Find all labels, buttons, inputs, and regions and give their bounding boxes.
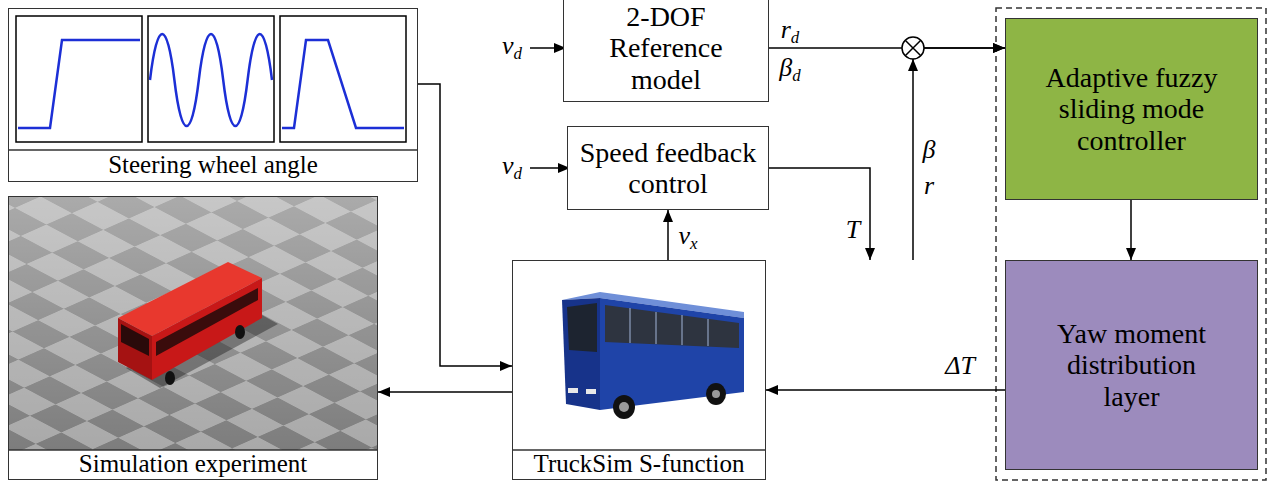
bus-windshield: [567, 303, 597, 352]
window-divider: [629, 308, 630, 343]
math-symbol: v: [502, 31, 514, 60]
signal-name: r: [924, 173, 934, 199]
bus-wheel: [613, 395, 635, 419]
window-divider: [707, 319, 708, 346]
input-panel: Steering wheel angle: [8, 8, 418, 182]
step-curve: [18, 40, 140, 128]
trapezoid-curve: [282, 40, 404, 128]
box-label: 2-DOF Reference model: [571, 1, 761, 95]
box-label: Adaptive fuzzy sliding mode controller: [1017, 62, 1247, 156]
math-symbol: v: [678, 221, 690, 250]
panel-caption: TruckSim S-function: [513, 449, 765, 479]
signal-arrow: [769, 168, 870, 260]
sine-curve: [150, 34, 272, 126]
signal-name: βd: [779, 55, 800, 81]
math-subscript: d: [514, 164, 522, 183]
steering-plots: [8, 16, 418, 150]
junction-cross: [905, 40, 921, 56]
wheel-hub: [712, 390, 720, 398]
signal-name: vd: [502, 33, 522, 59]
bus-wheel: [235, 325, 245, 339]
signal-arrow: [418, 84, 512, 366]
process-box: 2-DOF Reference model: [563, 0, 769, 102]
bus-headlight: [568, 388, 578, 393]
bus-wheel: [706, 383, 726, 405]
math-symbol: T: [846, 215, 860, 244]
bus-side: [152, 278, 262, 380]
summing-junction: [902, 37, 924, 59]
controller-box: Adaptive fuzzy sliding mode controller: [1005, 18, 1258, 200]
signal-name: β: [923, 137, 936, 163]
panel-caption: Steering wheel angle: [9, 149, 417, 181]
math-subscript: d: [514, 44, 522, 63]
vehicle-panel: TruckSim S-function: [512, 260, 766, 480]
floor-haze: [9, 197, 377, 450]
math-symbol: r: [781, 15, 791, 44]
signal-name: T: [846, 217, 860, 243]
math-subscript: d: [791, 28, 799, 47]
signal-name: rd: [781, 17, 800, 43]
signal-name: ΔT: [945, 353, 975, 379]
panel-divider: [8, 149, 418, 151]
signal-arrow: [667, 210, 669, 260]
controller-frame: [996, 8, 1266, 480]
math-symbol: ΔT: [945, 351, 975, 380]
window-divider: [681, 315, 682, 345]
signal-arrow: [913, 48, 1005, 260]
math-subscript: d: [792, 66, 800, 85]
panel-caption: Simulation experiment: [9, 449, 377, 479]
bus-windows: [605, 305, 739, 348]
simulation-scene: [9, 197, 377, 450]
distribution-box: Yaw moment distribution layer: [1005, 260, 1258, 470]
wheel-hub: [619, 402, 629, 412]
signal-name: vd: [502, 153, 522, 179]
box-label: Yaw moment distribution layer: [1044, 318, 1219, 412]
bus-wheel: [165, 371, 175, 385]
bus-front: [562, 298, 600, 410]
window-divider: [655, 312, 656, 344]
math-symbol: β: [923, 135, 936, 164]
input-arrow: [530, 167, 570, 169]
input-arrow: [530, 47, 566, 49]
signal-arrow: [766, 389, 1005, 391]
math-symbol: r: [924, 171, 934, 200]
signal-arrow: [378, 391, 512, 393]
bus-side: [600, 298, 744, 410]
plot-frame: [148, 16, 274, 142]
bus-windshield: [121, 324, 149, 356]
signal-name: vx: [678, 223, 697, 249]
process-box: Speed feedback control: [567, 126, 769, 210]
signal-arrow: [1130, 200, 1132, 260]
bus-front: [118, 318, 152, 380]
box-label: Speed feedback control: [575, 137, 761, 200]
plot-frame: [280, 16, 406, 142]
checker-floor: [9, 197, 377, 450]
plot-frame: [16, 16, 142, 142]
junction-cross: [905, 40, 921, 56]
bus-windows: [156, 288, 258, 356]
trucksim-bus: [562, 292, 744, 419]
output-panel: Simulation experiment: [8, 196, 378, 480]
math-subscript: x: [690, 234, 698, 253]
math-symbol: v: [502, 151, 514, 180]
bus-headlight: [586, 389, 596, 394]
arrow-head: [908, 59, 918, 71]
math-symbol: β: [779, 53, 792, 82]
